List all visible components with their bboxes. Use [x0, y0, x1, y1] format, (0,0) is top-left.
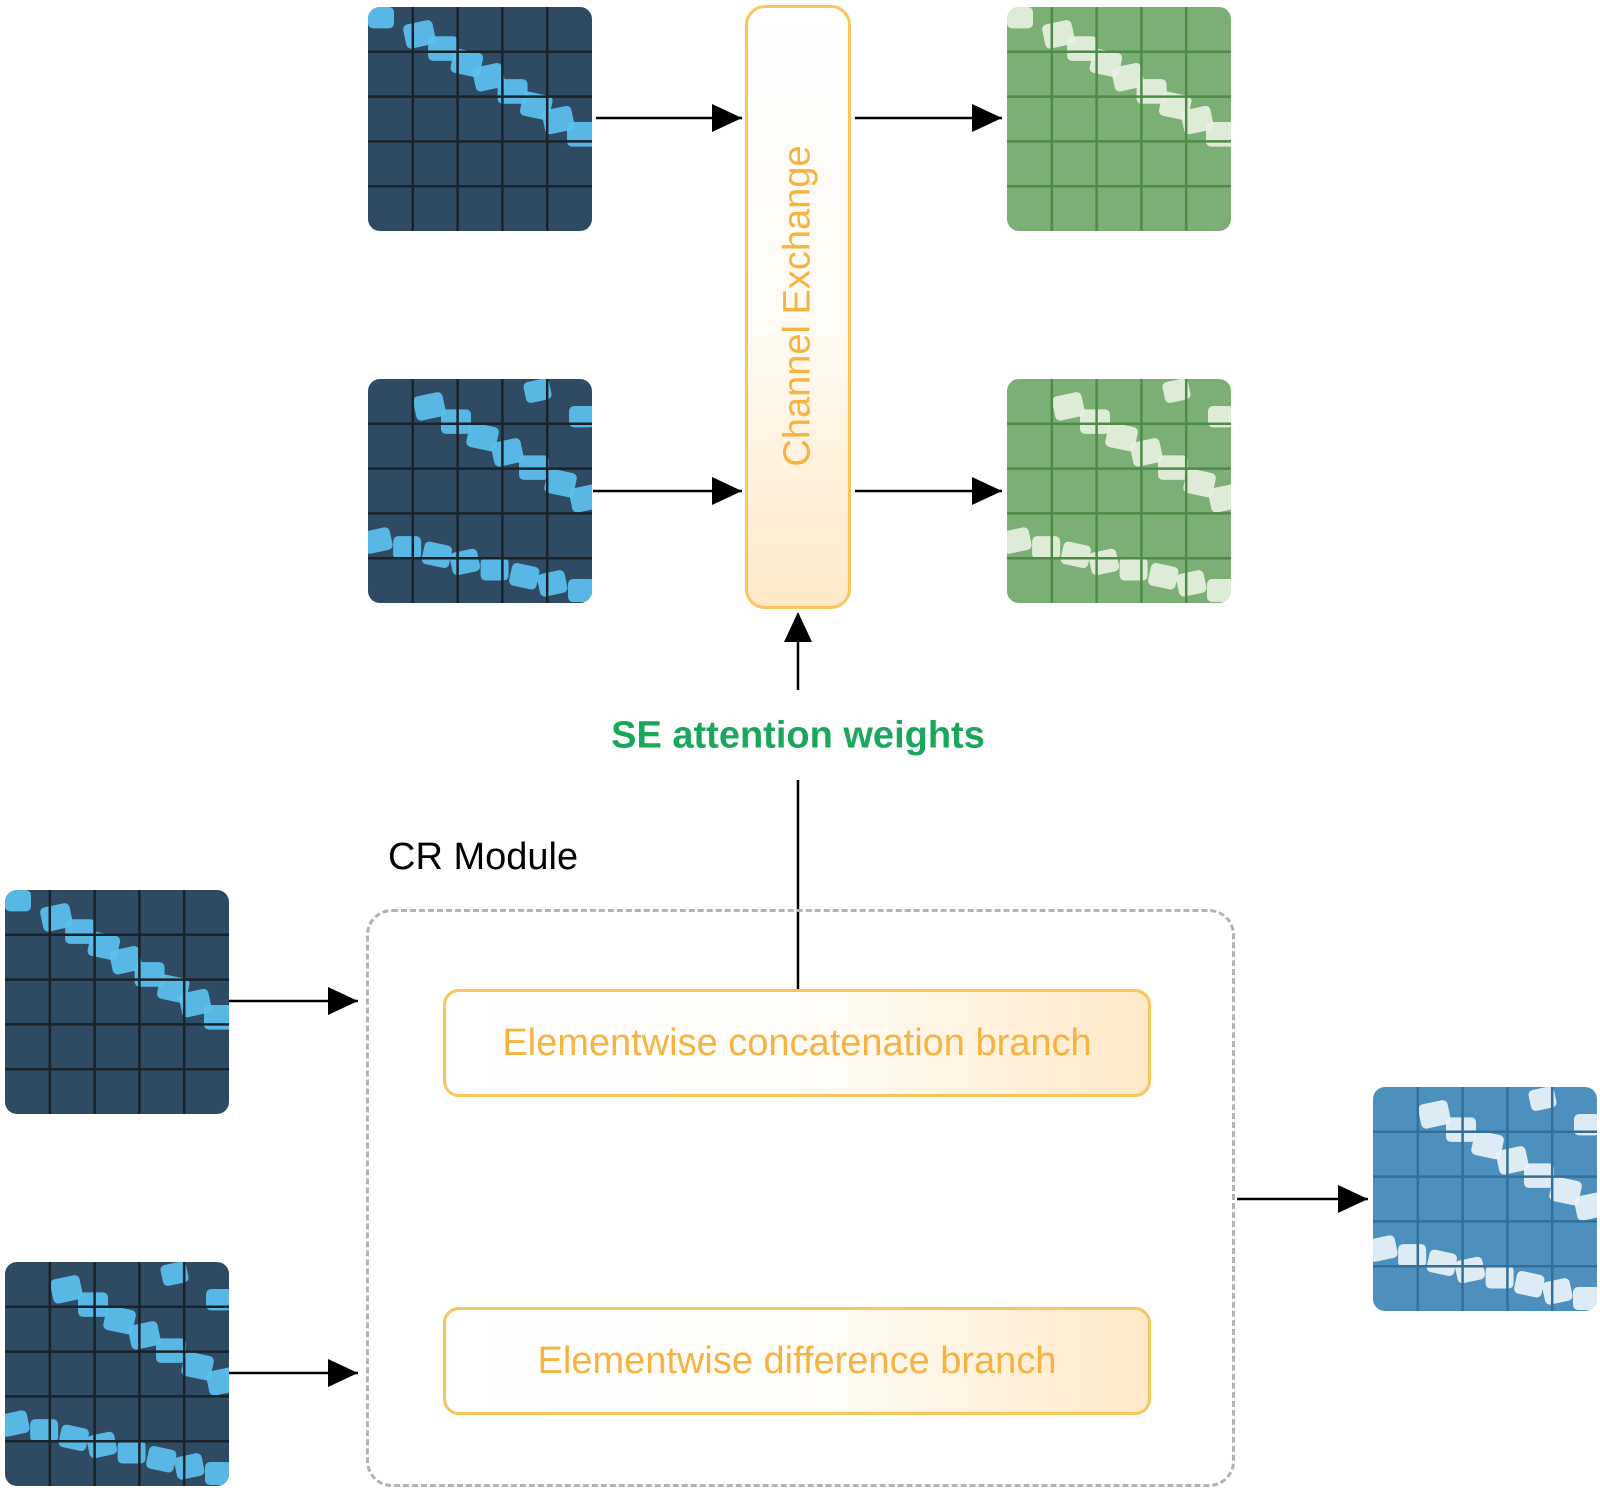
feature-map-graphic	[5, 1262, 229, 1486]
feature-block	[1373, 1235, 1398, 1262]
feature-block	[1052, 392, 1085, 421]
feature-block	[491, 438, 524, 467]
feature-block	[1111, 62, 1145, 92]
feature-block	[544, 468, 577, 498]
feature-block	[421, 541, 452, 569]
feature-block	[541, 105, 575, 135]
feature-block	[1080, 409, 1110, 434]
feature-block	[509, 563, 540, 590]
cr-input-feature-map-1	[5, 890, 229, 1114]
feature-block	[1446, 1117, 1476, 1142]
feature-block	[523, 379, 552, 403]
feature-block	[1426, 1249, 1457, 1277]
feature-block	[1067, 36, 1098, 61]
feature-block	[1105, 422, 1138, 452]
feature-block	[1514, 1271, 1545, 1298]
feature-block	[30, 1419, 59, 1443]
feature-block	[1471, 1130, 1504, 1160]
feature-block	[413, 392, 446, 421]
feature-block	[466, 422, 499, 452]
feature-block	[206, 1289, 229, 1311]
feature-block	[146, 1446, 177, 1473]
feature-block	[1528, 1087, 1557, 1111]
input-feature-map-1	[368, 7, 592, 231]
feature-block	[1130, 438, 1163, 467]
feature-block	[78, 1292, 108, 1317]
channel-exchange-box	[745, 5, 851, 609]
feature-block	[393, 536, 422, 560]
feature-block	[1180, 105, 1214, 135]
feature-block	[1060, 541, 1091, 569]
cr-module-container	[366, 909, 1235, 1487]
feature-block	[103, 1305, 136, 1335]
concatenation-branch-box: Elementwise concatenation branch	[443, 989, 1151, 1097]
feature-block	[206, 1367, 229, 1396]
feature-block	[5, 1410, 30, 1437]
exchanged-feature-map-1	[1007, 7, 1231, 231]
feature-block	[441, 409, 471, 434]
concatenation-branch-label: Elementwise concatenation branch	[502, 1021, 1092, 1064]
feature-block	[472, 62, 506, 92]
feature-block	[181, 1351, 214, 1381]
feature-block	[40, 903, 73, 932]
feature-map-graphic	[368, 379, 592, 603]
feature-block	[1574, 1192, 1597, 1221]
feature-block	[569, 484, 592, 513]
feature-block	[1418, 1100, 1451, 1129]
difference-branch-label: Elementwise difference branch	[537, 1339, 1057, 1382]
input-feature-map-2	[368, 379, 592, 603]
feature-block	[1042, 20, 1075, 49]
feature-block	[537, 570, 568, 597]
feature-block	[1007, 527, 1032, 554]
feature-map-graphic	[1007, 7, 1231, 231]
cr-input-feature-map-2	[5, 1262, 229, 1486]
se-attention-weights-label: SE attention weights	[611, 714, 985, 757]
cr-module-title: CR Module	[388, 836, 579, 878]
feature-block	[1148, 563, 1179, 590]
cr-output-feature-map	[1373, 1087, 1597, 1311]
feature-block	[1496, 1146, 1529, 1175]
feature-block	[5, 890, 31, 912]
feature-block	[1162, 379, 1191, 403]
feature-block	[1032, 536, 1061, 560]
feature-block	[1549, 1176, 1582, 1206]
channel-exchange-label: Channel Exchange	[776, 145, 819, 467]
feature-block	[1208, 484, 1231, 513]
feature-block	[205, 1462, 229, 1485]
exchanged-feature-map-2	[1007, 379, 1231, 603]
feature-map-graphic	[1007, 379, 1231, 603]
feature-block	[1398, 1244, 1427, 1268]
feature-block	[403, 20, 436, 49]
feature-block	[178, 988, 212, 1018]
feature-block	[128, 1321, 161, 1350]
feature-block	[109, 945, 143, 975]
feature-block	[65, 919, 96, 944]
feature-block	[1207, 579, 1231, 602]
feature-block	[58, 1424, 89, 1452]
feature-block	[50, 1275, 83, 1304]
feature-block	[1573, 1287, 1597, 1310]
feature-block	[1208, 406, 1231, 428]
feature-block	[368, 527, 393, 554]
feature-block	[160, 1262, 189, 1286]
feature-block	[569, 406, 592, 428]
feature-map-graphic	[368, 7, 592, 231]
feature-map-graphic	[5, 890, 229, 1114]
feature-block	[428, 36, 459, 61]
feature-block	[1542, 1278, 1573, 1305]
feature-block	[1007, 7, 1033, 29]
feature-block	[368, 7, 394, 29]
feature-block	[1574, 1114, 1597, 1136]
feature-block	[568, 579, 592, 602]
feature-block	[1183, 468, 1216, 498]
difference-branch-box: Elementwise difference branch	[443, 1307, 1151, 1415]
feature-block	[1176, 570, 1207, 597]
feature-map-graphic	[1373, 1087, 1597, 1311]
feature-block	[174, 1453, 205, 1480]
